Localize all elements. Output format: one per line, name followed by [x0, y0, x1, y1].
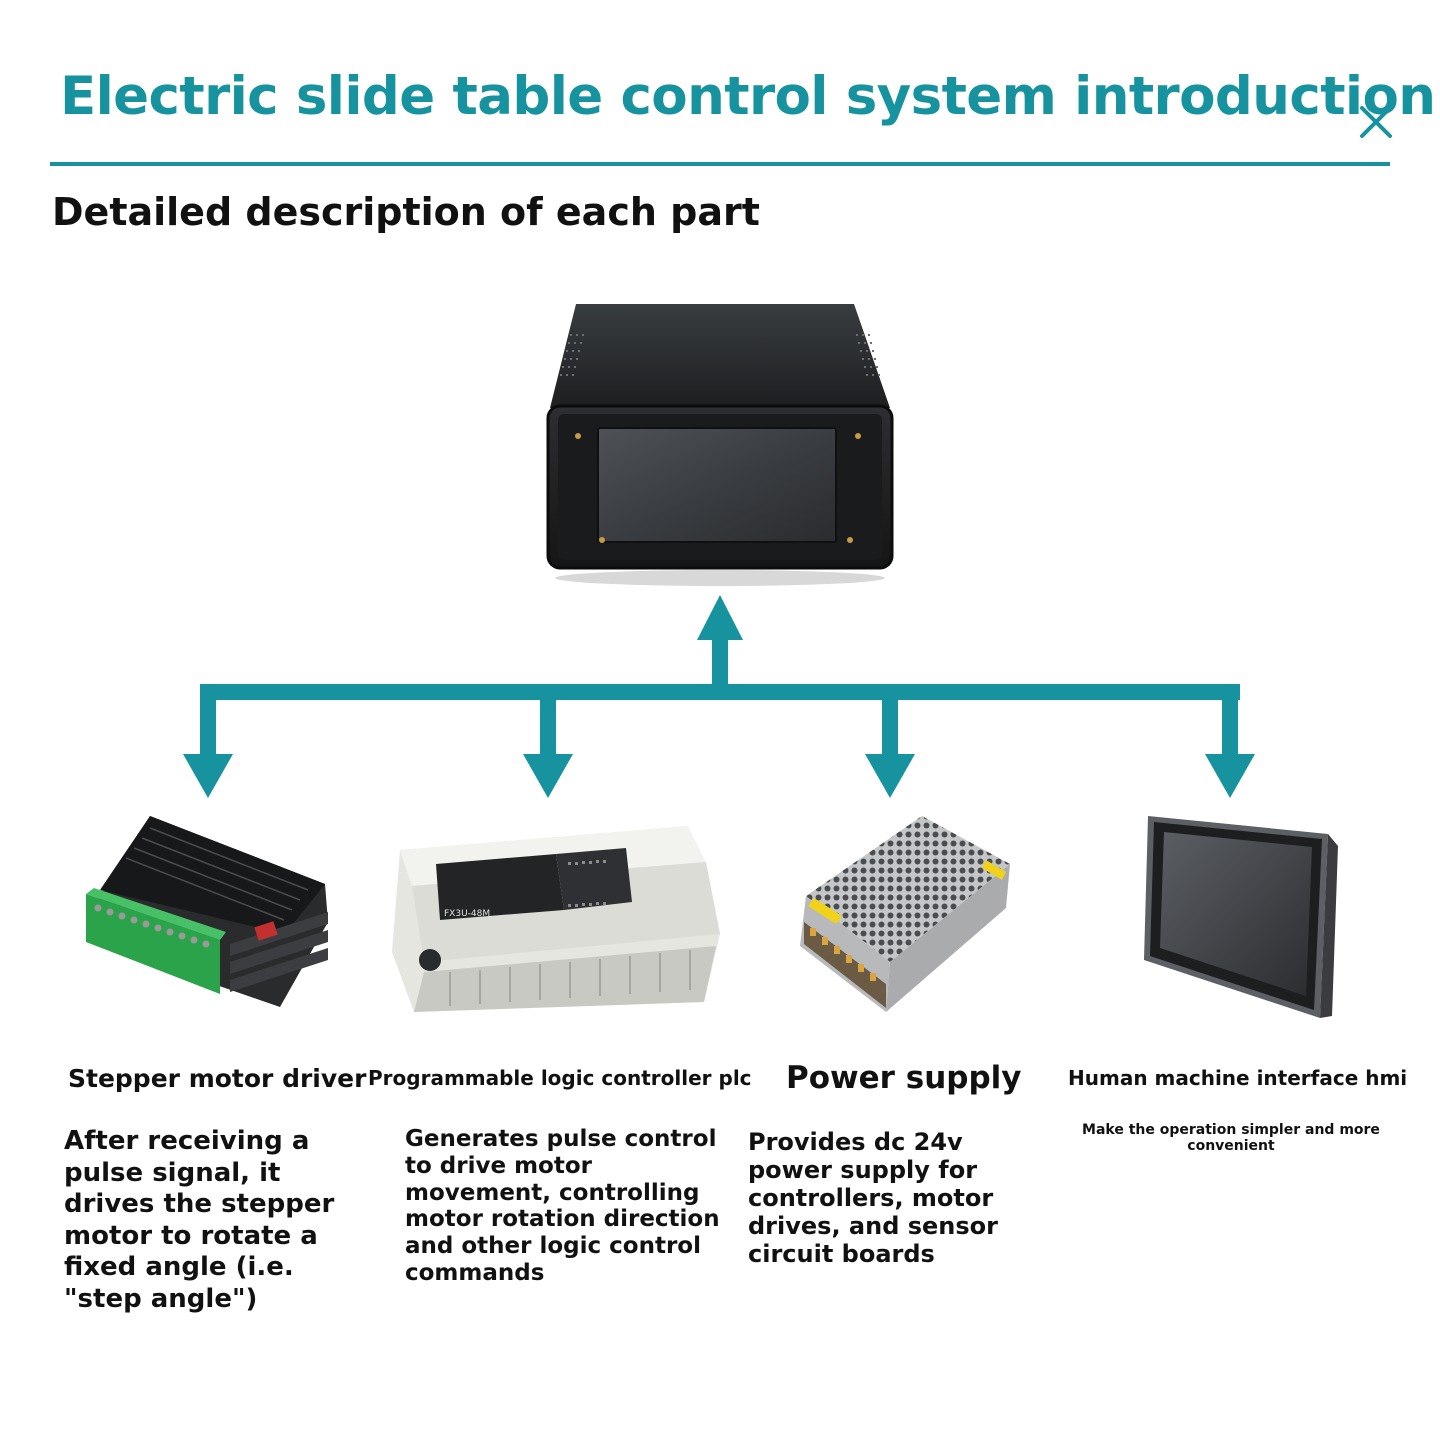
branch-1-stem	[200, 684, 216, 756]
up-arrow-head	[697, 595, 743, 640]
down-arrow-head	[1205, 754, 1255, 798]
power-supply-icon	[800, 816, 1010, 1012]
down-arrow-head	[183, 754, 233, 798]
plc-model-text: FX3U-48M	[444, 909, 490, 919]
plc-icon: FX3U-48M	[392, 826, 720, 1012]
close-icon[interactable]	[1358, 104, 1394, 140]
part-label-power: Power supply	[786, 1060, 1022, 1096]
branch-3-stem	[882, 684, 898, 756]
part-desc-stepper: After receiving a pulse signal, it drive…	[64, 1126, 335, 1314]
section-subtitle: Detailed description of each part	[52, 190, 760, 234]
down-arrow-head	[865, 754, 915, 798]
stepper-driver-icon	[86, 816, 328, 1007]
part-label-stepper: Stepper motor driver	[68, 1064, 367, 1093]
page-title: Electric slide table control system intr…	[60, 66, 1436, 127]
branch-4-stem	[1222, 684, 1238, 756]
up-arrow-stem	[712, 638, 728, 690]
branch-2-stem	[540, 684, 556, 756]
part-label-hmi: Human machine interface hmi	[1068, 1066, 1408, 1090]
hmi-touch-panel-icon	[1144, 816, 1338, 1018]
part-desc-plc: Generates pulse control to drive motor m…	[405, 1126, 720, 1286]
part-desc-hmi: Make the operation simpler and more conv…	[1082, 1122, 1380, 1154]
part-label-plc: Programmable logic controller plc	[368, 1066, 752, 1090]
horizontal-bar	[200, 684, 1240, 700]
part-desc-power: Provides dc 24v power supply for control…	[748, 1128, 998, 1268]
title-divider	[50, 162, 1390, 166]
down-arrow-head	[523, 754, 573, 798]
control-box-hmi-icon	[546, 304, 894, 586]
